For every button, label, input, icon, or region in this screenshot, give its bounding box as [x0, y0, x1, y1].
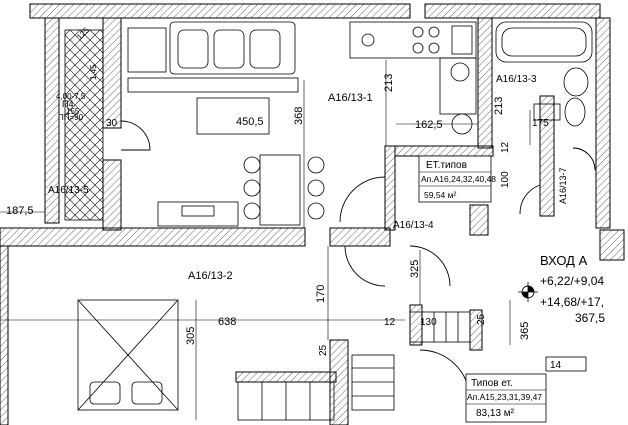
entrance-dim: 367,5	[575, 311, 605, 325]
info-box-2-area: 83,13 м²	[476, 408, 515, 419]
dim-12b: 12	[384, 317, 396, 328]
note-p4: П4	[62, 99, 73, 109]
info-box-1-title: ЕТ.типов	[426, 160, 467, 171]
dim-145: 1,45	[89, 64, 98, 80]
entrance-title: ВХОД А	[540, 253, 588, 268]
walls	[0, 3, 625, 425]
dim-155: 155	[66, 107, 80, 116]
dim-187-5: 187,5	[6, 205, 34, 217]
room-label-7: A16/13-7	[558, 167, 568, 204]
dim-450-5: 450,5	[236, 116, 264, 128]
dim-400-75: 4,00-7,5	[56, 92, 86, 101]
dim-162-5: 162,5	[415, 119, 443, 131]
dim-213b: 213	[493, 97, 505, 115]
dim-25a: 25	[476, 313, 487, 325]
dim-25b: 25	[318, 344, 329, 356]
info-box-1-units: Ап.А16,24,32,40,48	[421, 174, 496, 184]
dim-305: 305	[185, 327, 197, 345]
doors	[120, 120, 596, 401]
dim-100: 100	[500, 171, 511, 188]
room-label-1: A16/13-1	[328, 92, 373, 104]
dim-170: 170	[315, 285, 327, 303]
dim-325: 325	[409, 260, 421, 278]
furniture	[77, 21, 593, 421]
note-pp90: ПП=90	[58, 113, 84, 122]
dim-175: 175	[532, 118, 549, 129]
dim-30: 30	[106, 118, 118, 129]
dim-638: 638	[218, 316, 236, 328]
info-box-2-title: Типов ет.	[471, 378, 513, 389]
room-label-5: A16/13-5	[48, 185, 89, 196]
dim-368: 368	[293, 107, 305, 125]
room-label-3: A16/13-3	[496, 74, 537, 85]
box-14: 14	[550, 360, 562, 371]
entrance-level-1: +6,22/+9,04	[540, 274, 604, 288]
dim-130: 130	[420, 317, 437, 328]
dim-365: 365	[519, 322, 531, 340]
info-box-1-area: 59,54 м²	[424, 190, 456, 200]
info-box-2-units: Ап.А15,23,31,39,47	[467, 392, 542, 402]
level-marker-icon	[518, 282, 538, 302]
labels: A16/13-1 A16/13-2 A16/13-3 A16/13-4 A16/…	[6, 25, 605, 423]
room-label-4: A16/13-4	[393, 220, 434, 231]
dim-213a: 213	[383, 74, 395, 92]
dim-12a: 12	[500, 141, 511, 153]
room-label-2: A16/13-2	[188, 270, 233, 282]
entrance-level-2: +14,68/+17,	[540, 295, 604, 309]
dimension-lines	[0, 60, 531, 420]
